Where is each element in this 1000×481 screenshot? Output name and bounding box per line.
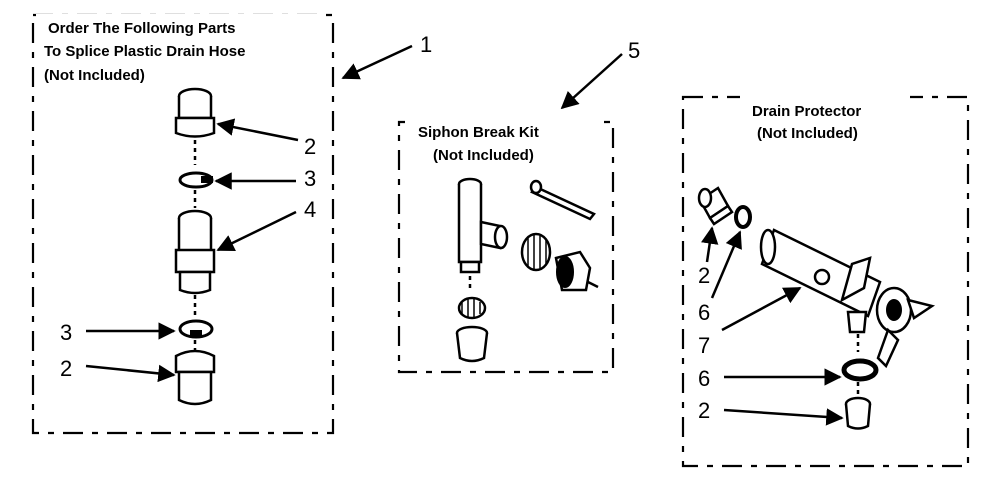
splice-title-line-1: Order The Following Parts [48,20,236,37]
callout-3-bottom: 3 [60,320,72,345]
siphon-tee-fitting [457,177,509,292]
protector-title-line-1: Drain Protector [752,103,861,120]
siphon-connector [554,250,599,292]
callout-1: 1 [420,32,432,57]
callout-4-arrow [216,210,297,252]
siphon-lower-adapter [455,325,489,363]
splice-title-line-2: To Splice Plastic Drain Hose [44,43,245,60]
callout-5: 5 [628,38,640,63]
callout-5-arrow [560,53,623,110]
callout-2-top-arrow [216,118,299,142]
callout-3-top: 3 [304,166,316,191]
callout-2-protector-left-arrow [701,226,719,263]
callout-1-arrow [341,44,413,80]
callout-7-arrow [721,286,802,332]
splice-kit-group: Order The Following Parts To Splice Plas… [31,13,432,435]
callout-4: 4 [304,197,316,222]
protector-body [759,228,936,369]
callout-2-protector-left: 2 [698,263,710,288]
callout-2-bottom: 2 [60,356,72,381]
splice-adapter-bottom [174,349,216,406]
splice-connector [174,209,216,315]
callout-6-protector-bottom: 6 [698,366,710,391]
siphon-lower-nut [457,296,487,320]
callout-6-protector-left-arrow [710,230,742,299]
splice-clamp-bottom [178,319,214,350]
callout-2-protector-bottom-arrow [723,408,844,426]
siphon-title-line-2: (Not Included) [433,147,534,164]
callout-7: 7 [698,333,710,358]
siphon-break-kit-group: Siphon Break Kit (Not Included) 5 [397,38,640,374]
protector-clamp-bottom [841,358,879,396]
drain-protector-group: Drain Protector (Not Included) [681,93,970,468]
protector-adapter-left [697,186,734,226]
callout-6-protector-left: 6 [698,300,710,325]
protector-adapter-bottom [844,396,872,430]
callout-2-top: 2 [304,134,316,159]
siphon-nut [520,232,552,272]
callout-2-bottom-arrow [85,364,176,383]
splice-clamp-top [178,171,214,208]
protector-clamp-left [734,205,752,229]
protector-title-line-2: (Not Included) [757,125,858,142]
siphon-cap [529,179,596,221]
siphon-title-line-1: Siphon Break Kit [418,124,539,141]
callout-2-protector-bottom: 2 [698,398,710,423]
splice-adapter-top [174,87,216,165]
splice-title-line-3: (Not Included) [44,67,145,84]
